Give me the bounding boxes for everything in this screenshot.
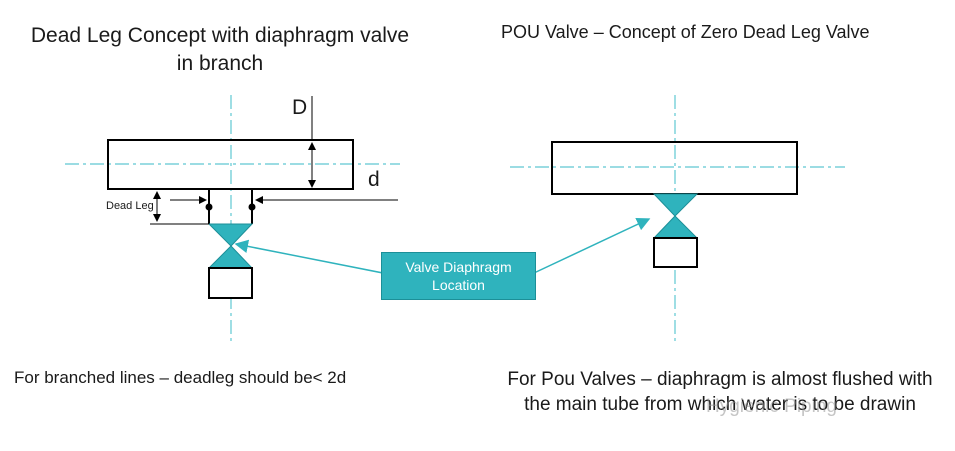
left-valve-actuator (208, 267, 253, 299)
caption-branched-lines: For branched lines – deadleg should be< … (14, 368, 347, 387)
right-valve-actuator (653, 237, 698, 268)
left-main-pipe (107, 139, 354, 190)
left-pin-left (205, 203, 213, 211)
dead-leg-label: Dead Leg (106, 200, 154, 212)
caption-pou-valves: For Pou Valves – diaphragm is almost flu… (507, 369, 933, 415)
right-valve-diaphragm (652, 193, 699, 239)
callout-leader-left (234, 239, 384, 274)
left-diagram (65, 95, 400, 345)
callout-line-2: Location (432, 277, 485, 293)
watermark: Hygienic Piping (706, 396, 837, 417)
title-pou-valve-concept: POU Valve – Concept of Zero Dead Leg Val… (501, 22, 870, 42)
dimension-label-d: d (368, 168, 380, 191)
title-dead-leg-concept: Dead Leg Concept with diaphragm valve in… (30, 24, 410, 75)
valve-diaphragm-callout: Valve Diaphragm Location (381, 252, 536, 300)
dimension-label-D: D (292, 96, 308, 119)
left-pin-right (248, 203, 256, 211)
right-diagram (510, 95, 845, 345)
callout-leader-right (533, 217, 651, 274)
callout-line-1: Valve Diaphragm (405, 259, 512, 275)
